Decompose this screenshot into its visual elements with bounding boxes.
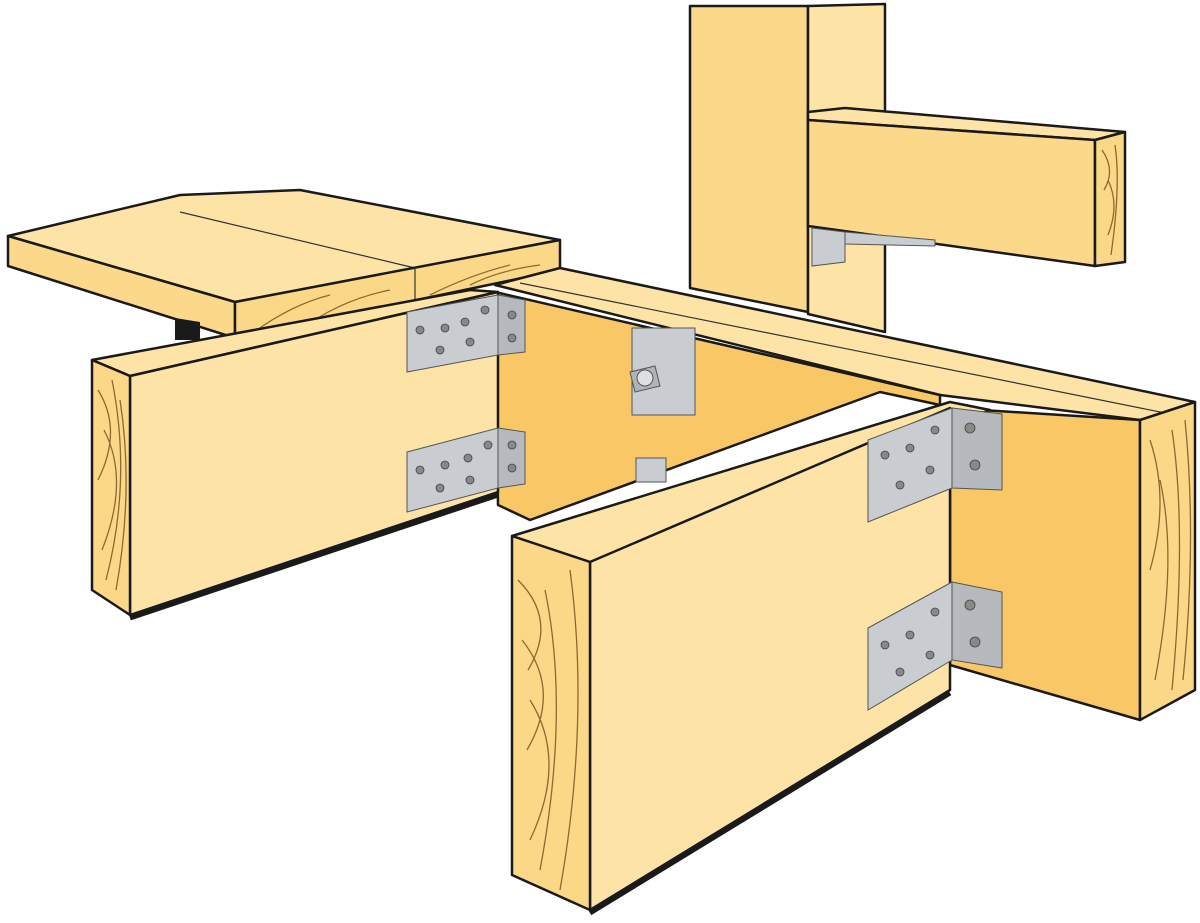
angle-bracket [406,427,526,513]
angle-bracket [867,407,1003,523]
upper-cross-beam [806,106,1127,268]
left-beam [90,288,500,621]
angle-brackets [406,294,1003,711]
bolt-plate [629,327,696,483]
angle-bracket [406,294,526,373]
angle-bracket [867,581,1003,711]
floor-board [6,188,562,340]
angle-bracket [811,227,846,267]
back-long-beam [493,266,1197,722]
